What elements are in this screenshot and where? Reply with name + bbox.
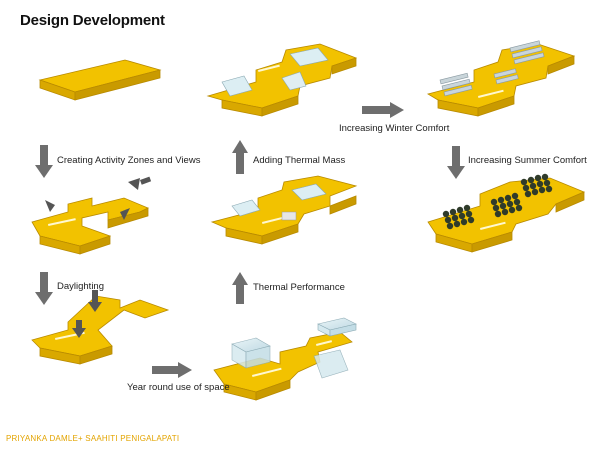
arrow-down-2	[35, 272, 53, 305]
slab-daylighting	[31, 295, 170, 365]
label-thermal-mass: Adding Thermal Mass	[253, 155, 346, 166]
label-thermal-performance: Thermal Performance	[253, 282, 345, 293]
label-winter-comfort: Increasing Winter Comfort	[339, 123, 450, 134]
label-daylighting: Daylighting	[57, 281, 104, 292]
arrow-down-3	[447, 146, 465, 179]
daylight-arrows	[72, 290, 102, 338]
slab-plain	[38, 59, 162, 101]
label-year-round: Year round use of space	[127, 382, 230, 393]
label-activity-zones: Creating Activity Zones and Views	[57, 155, 201, 166]
tree-cluster-left	[442, 204, 475, 230]
slab-year-round	[213, 317, 357, 401]
slab-summer-comfort	[427, 173, 586, 253]
slab-winter-comfort	[426, 40, 576, 117]
arrow-up-1	[232, 272, 248, 304]
label-summer-comfort: Increasing Summer Comfort	[468, 155, 587, 166]
arrow-right-2	[362, 102, 404, 118]
slab-thermal-mass	[210, 175, 358, 245]
arrow-down-1	[35, 145, 53, 178]
tree-cluster-right	[520, 173, 553, 198]
slab-top-middle	[206, 43, 358, 117]
credit-line: PRIYANKA DAMLE+ SAAHITI PENIGALAPATI	[6, 434, 180, 443]
slab-activity-zones	[31, 197, 149, 255]
tree-cluster-middle	[490, 192, 523, 218]
diagram-title: Design Development	[20, 12, 165, 29]
arrow-right-1	[152, 362, 192, 378]
view-arrows	[45, 176, 152, 220]
arrow-up-2	[232, 140, 248, 174]
